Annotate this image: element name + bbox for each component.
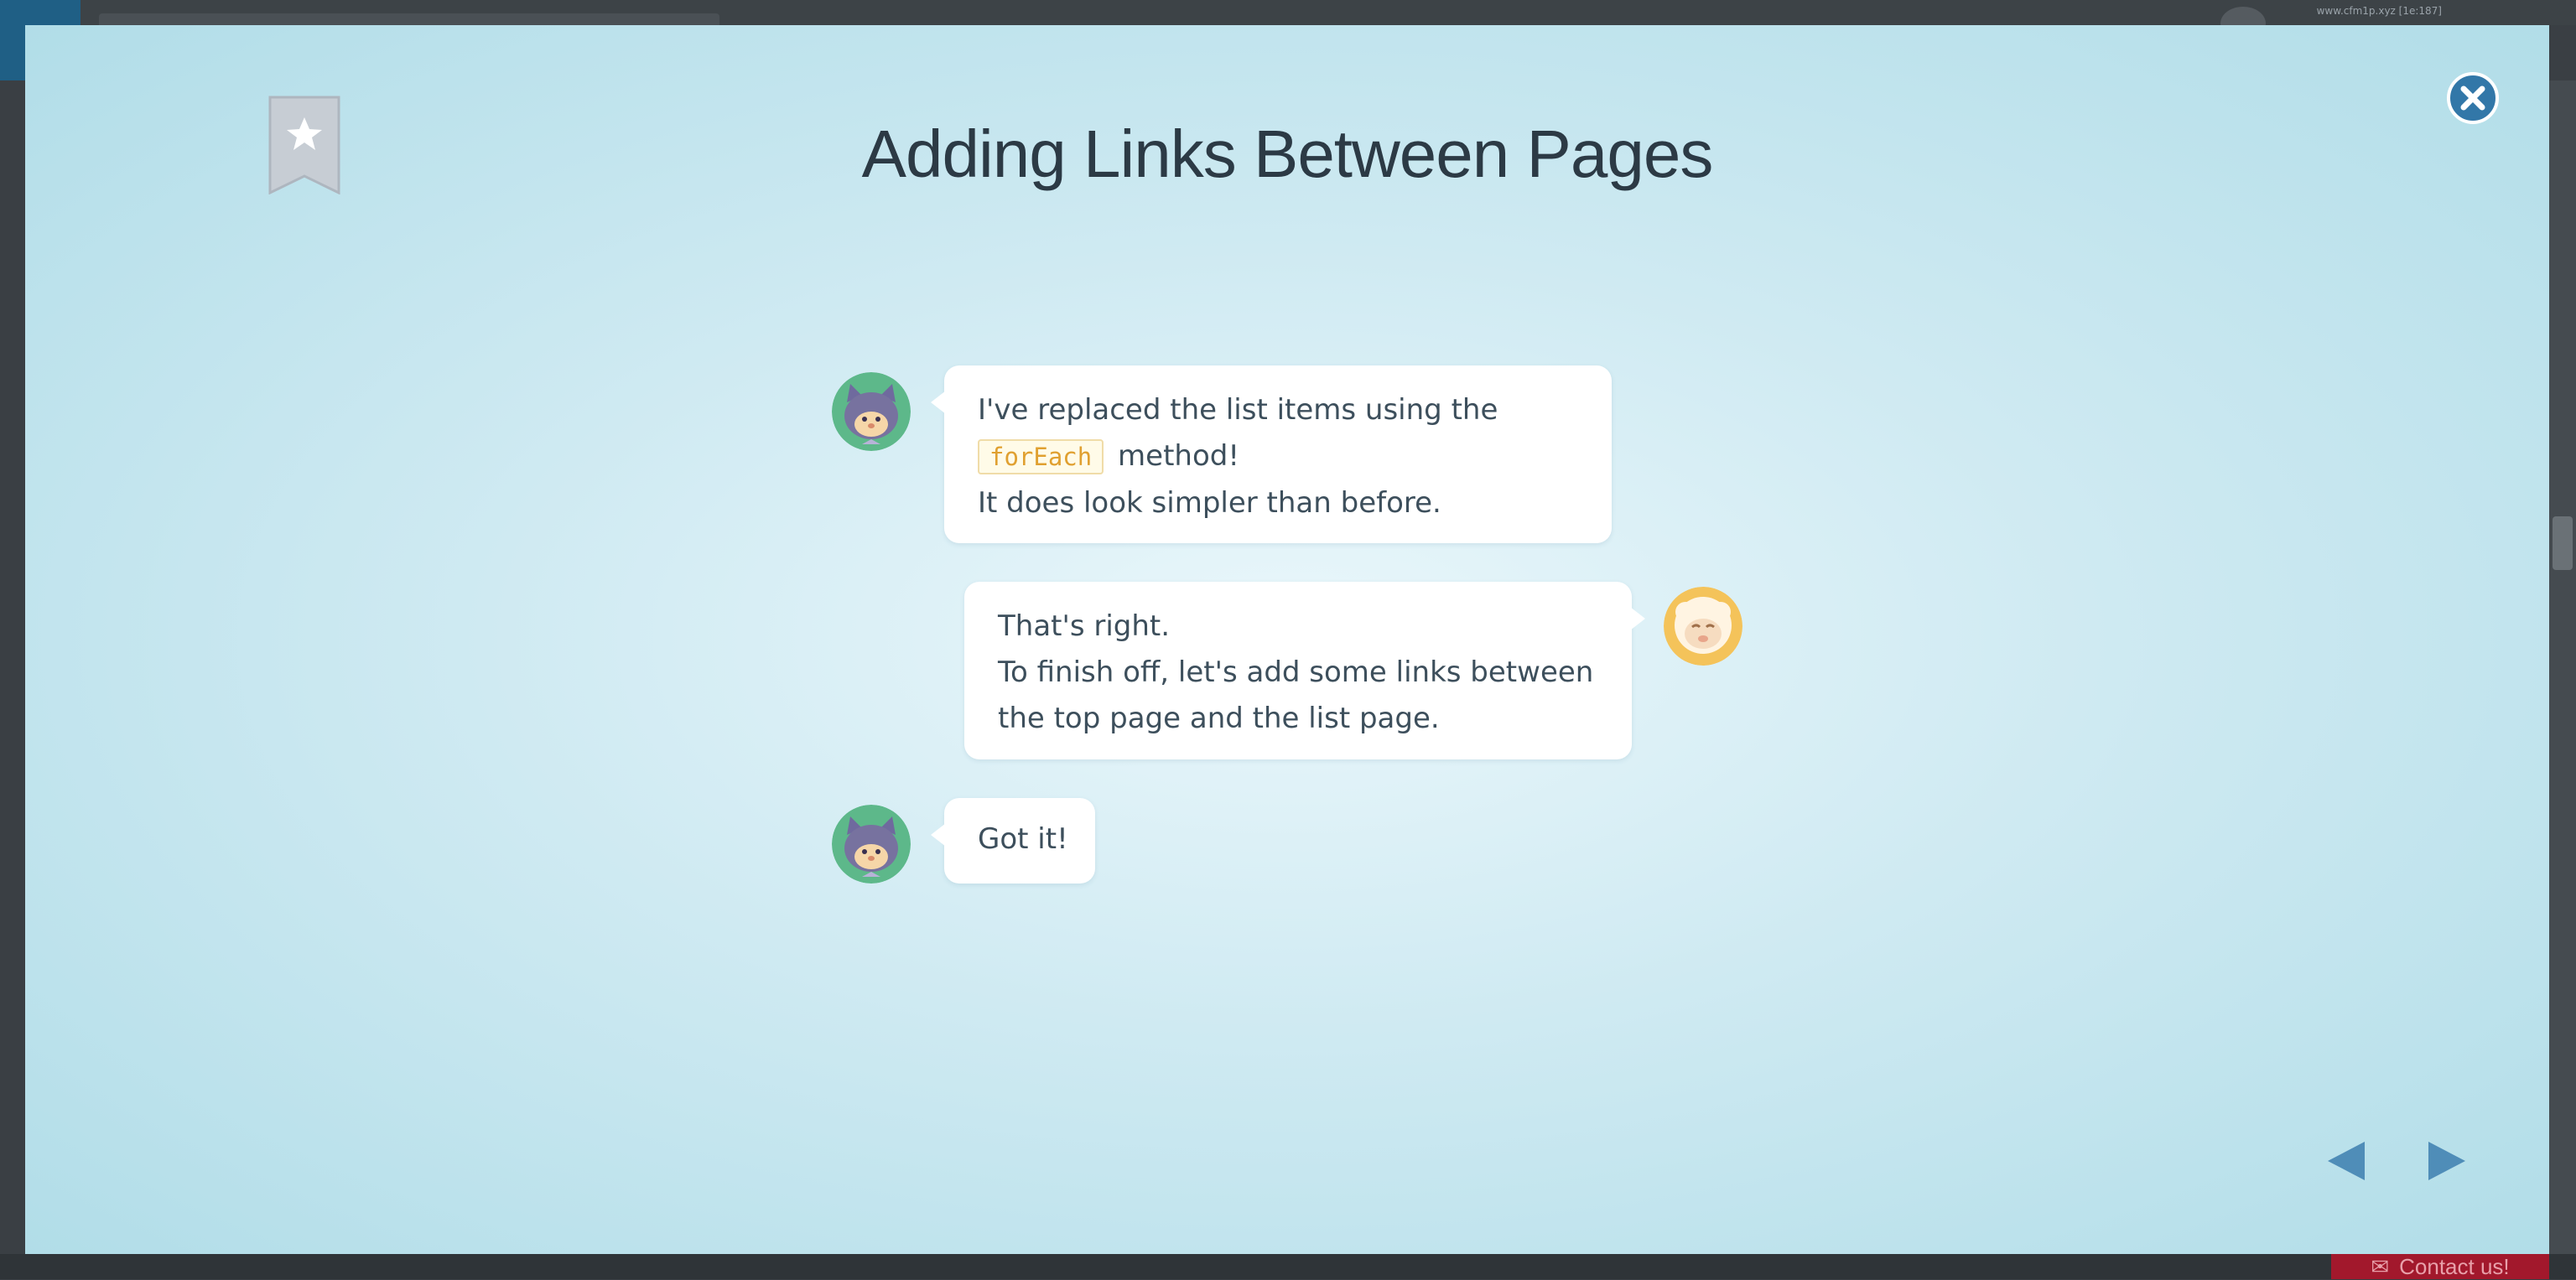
page-scrollbar bbox=[2549, 80, 2576, 1254]
user-info: www.cfm1p.xyz [1e:187] bbox=[2316, 5, 2442, 17]
sheep-avatar bbox=[1664, 587, 1742, 666]
message-2-line-1: That's right. bbox=[998, 609, 1171, 643]
cat-avatar bbox=[832, 372, 911, 451]
chat-conversation: I've replaced the list items using the f… bbox=[25, 25, 2549, 1254]
contact-us-label: Contact us! bbox=[2399, 1253, 2510, 1279]
close-icon bbox=[2460, 86, 2485, 111]
code-suffix: method! bbox=[1118, 439, 1239, 473]
close-button[interactable] bbox=[2447, 72, 2499, 124]
message-2-line-3: the top page and the list page. bbox=[998, 702, 1440, 735]
prev-slide-button[interactable] bbox=[2326, 1140, 2366, 1185]
next-arrow-icon bbox=[2428, 1142, 2465, 1180]
message-bubble-2: That's right. To finish off, let's add s… bbox=[964, 582, 1645, 759]
contact-us-button: ✉ Contact us! bbox=[2331, 1254, 2549, 1279]
scrollbar-thumb bbox=[2553, 516, 2573, 570]
message-1-line-2: forEach method! bbox=[978, 433, 1578, 480]
bookmark-star-icon[interactable] bbox=[268, 96, 340, 195]
next-slide-button[interactable] bbox=[2427, 1140, 2467, 1185]
lesson-modal: Adding Links Between Pages I've replaced… bbox=[25, 25, 2549, 1254]
prev-arrow-icon bbox=[2328, 1142, 2365, 1180]
message-bubble-3: Got it! bbox=[931, 798, 1095, 884]
lesson-title: Adding Links Between Pages bbox=[861, 117, 1714, 191]
app-bottombar bbox=[0, 1254, 2576, 1279]
message-bubble-1: I've replaced the list items using the f… bbox=[931, 365, 1612, 543]
code-snippet: forEach bbox=[978, 439, 1104, 474]
cat-avatar bbox=[832, 805, 911, 884]
message-1-line-1: I've replaced the list items using the bbox=[978, 393, 1498, 427]
message-3-line-1: Got it! bbox=[978, 822, 1068, 856]
message-1-line-3: It does look simpler than before. bbox=[978, 486, 1441, 520]
message-2-line-2: To finish off, let's add some links betw… bbox=[998, 656, 1594, 689]
mail-icon: ✉ bbox=[2371, 1253, 2390, 1279]
